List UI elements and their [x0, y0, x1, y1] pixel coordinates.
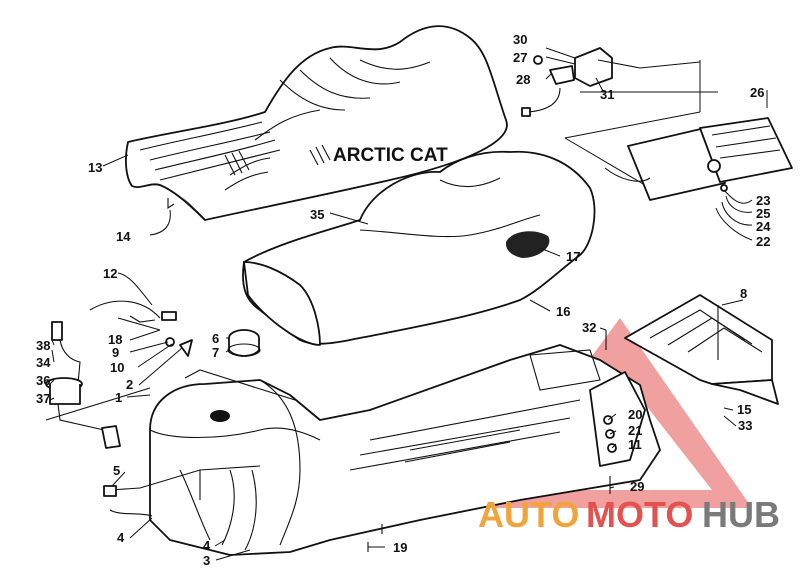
- callout-25: 25: [756, 206, 770, 221]
- callout-16: 16: [556, 304, 570, 319]
- watermark-moto: MOTO: [586, 494, 693, 535]
- callout-1: 1: [115, 390, 122, 405]
- callout-38: 38: [36, 338, 50, 353]
- callout-11: 11: [628, 437, 642, 452]
- callout-14: 14: [116, 229, 131, 244]
- watermark-hub: HUB: [702, 494, 780, 535]
- taillight-assembly: [564, 60, 793, 201]
- vent-lines: [103, 465, 261, 551]
- leader-lines: [49, 47, 768, 561]
- fuel-sender: [45, 321, 151, 449]
- callout-17: 17: [566, 249, 580, 264]
- fuel-cap: [227, 329, 261, 357]
- callout-18: 18: [108, 332, 122, 347]
- callout-30: 30: [513, 32, 527, 47]
- callout-23: 23: [756, 193, 770, 208]
- callout-5: 5: [113, 463, 120, 478]
- base-chassis: [149, 344, 661, 556]
- callout-22: 22: [756, 234, 770, 249]
- callout-37: 37: [36, 391, 50, 406]
- callout-35: 35: [310, 207, 324, 222]
- callout-24: 24: [756, 219, 771, 234]
- callout-29: 29: [630, 479, 644, 494]
- callout-28: 28: [516, 72, 530, 87]
- callout-12: 12: [103, 266, 117, 281]
- seat-foam: [242, 150, 596, 346]
- callout-2: 2: [126, 377, 133, 392]
- callout-27: 27: [513, 50, 527, 65]
- callout-36: 36: [36, 373, 50, 388]
- callout-31: 31: [600, 87, 614, 102]
- callout-10: 10: [110, 360, 124, 375]
- fuel-lines: [89, 300, 193, 357]
- callout-4-left: 4: [117, 530, 125, 545]
- arctic-cat-brand-label: ARCTIC CAT: [333, 145, 448, 166]
- callout-26: 26: [750, 85, 764, 100]
- seat-cover: ARCTIC CAT: [125, 25, 508, 221]
- wiring-harness: [521, 47, 701, 117]
- callout-4-lower: 4: [203, 538, 211, 553]
- callout-33: 33: [738, 418, 752, 433]
- callout-34: 34: [36, 355, 51, 370]
- callout-19: 19: [393, 540, 407, 555]
- callout-7: 7: [212, 345, 219, 360]
- callout-9: 9: [112, 345, 119, 360]
- watermark-auto: AUTO: [478, 494, 579, 535]
- callout-20: 20: [628, 407, 642, 422]
- callout-8: 8: [740, 286, 747, 301]
- side-panel: [624, 294, 779, 405]
- callout-13: 13: [88, 160, 102, 175]
- callout-3: 3: [203, 553, 210, 568]
- watermark-text: AUTO MOTO HUB: [478, 494, 780, 535]
- callout-21: 21: [628, 423, 642, 438]
- callout-15: 15: [737, 402, 751, 417]
- callout-32: 32: [582, 320, 596, 335]
- callouts: 30 27 28 31 26 13 14 35 17 23 25 24 22 1…: [36, 32, 771, 568]
- bracket-hardware: [367, 330, 646, 552]
- callout-6: 6: [212, 331, 219, 346]
